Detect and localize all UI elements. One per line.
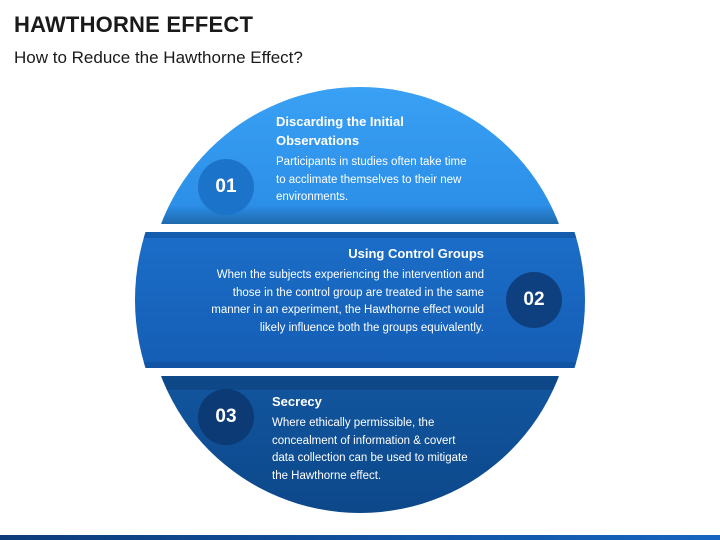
step-3-description: Where ethically permissible, the conceal… bbox=[272, 417, 468, 482]
step-3-number: 03 bbox=[215, 406, 237, 427]
step-2-number: 02 bbox=[523, 289, 545, 310]
step-2-description: When the subjects experiencing the inter… bbox=[211, 269, 484, 334]
step-2-content: Using Control Groups When the subjects e… bbox=[206, 244, 484, 337]
step-3-content: Secrecy Where ethically permissible, the… bbox=[272, 392, 472, 485]
step-1-number-badge: 01 bbox=[198, 159, 254, 215]
step-2-number-badge: 02 bbox=[506, 272, 562, 328]
step-2-title: Using Control Groups bbox=[348, 246, 484, 261]
page-subtitle: How to Reduce the Hawthorne Effect? bbox=[14, 48, 303, 67]
page-title: HAWTHORNE EFFECT bbox=[14, 12, 254, 37]
step-1-content: Discarding the Initial Observations Part… bbox=[276, 112, 476, 207]
step-3-number-badge: 03 bbox=[198, 389, 254, 445]
step-1-title: Discarding the Initial Observations bbox=[276, 114, 404, 148]
step-3-title: Secrecy bbox=[272, 394, 322, 409]
step-1-number: 01 bbox=[215, 176, 237, 197]
bottom-accent-bar bbox=[0, 535, 720, 540]
step-1-description: Participants in studies often take time … bbox=[276, 156, 467, 203]
